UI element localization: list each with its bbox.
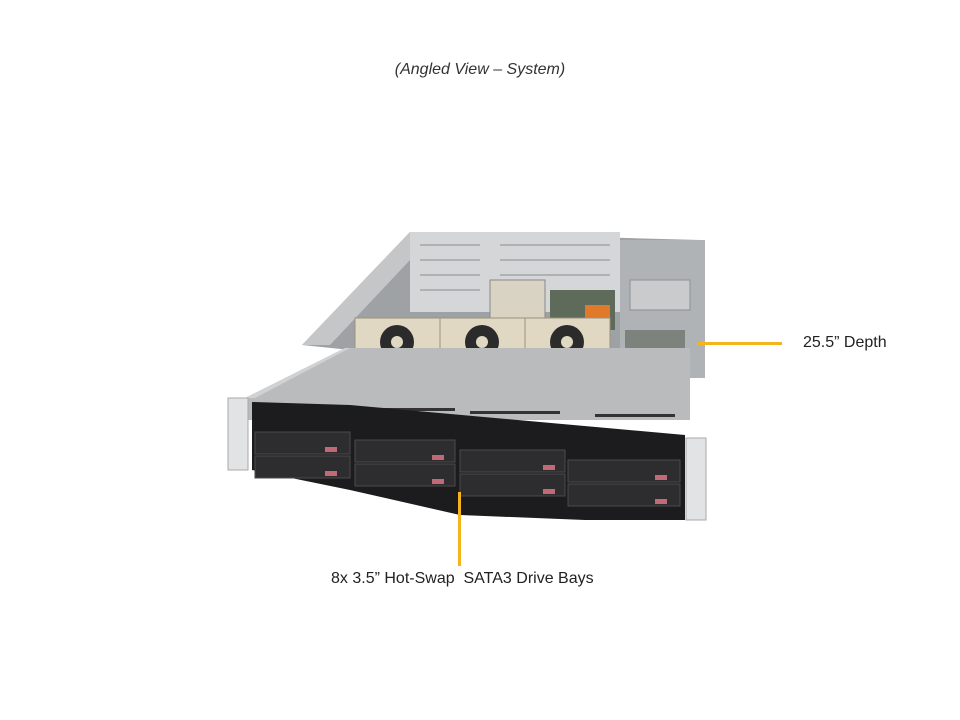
depth-leader-line [698, 342, 782, 345]
drive-bays-callout-label: 8x 3.5” Hot-Swap SATA3 Drive Bays [331, 570, 594, 587]
depth-callout-label: 25.5” Depth [803, 334, 887, 351]
drive-bays-leader-line [458, 492, 461, 566]
view-caption: (Angled View – System) [394, 61, 566, 78]
